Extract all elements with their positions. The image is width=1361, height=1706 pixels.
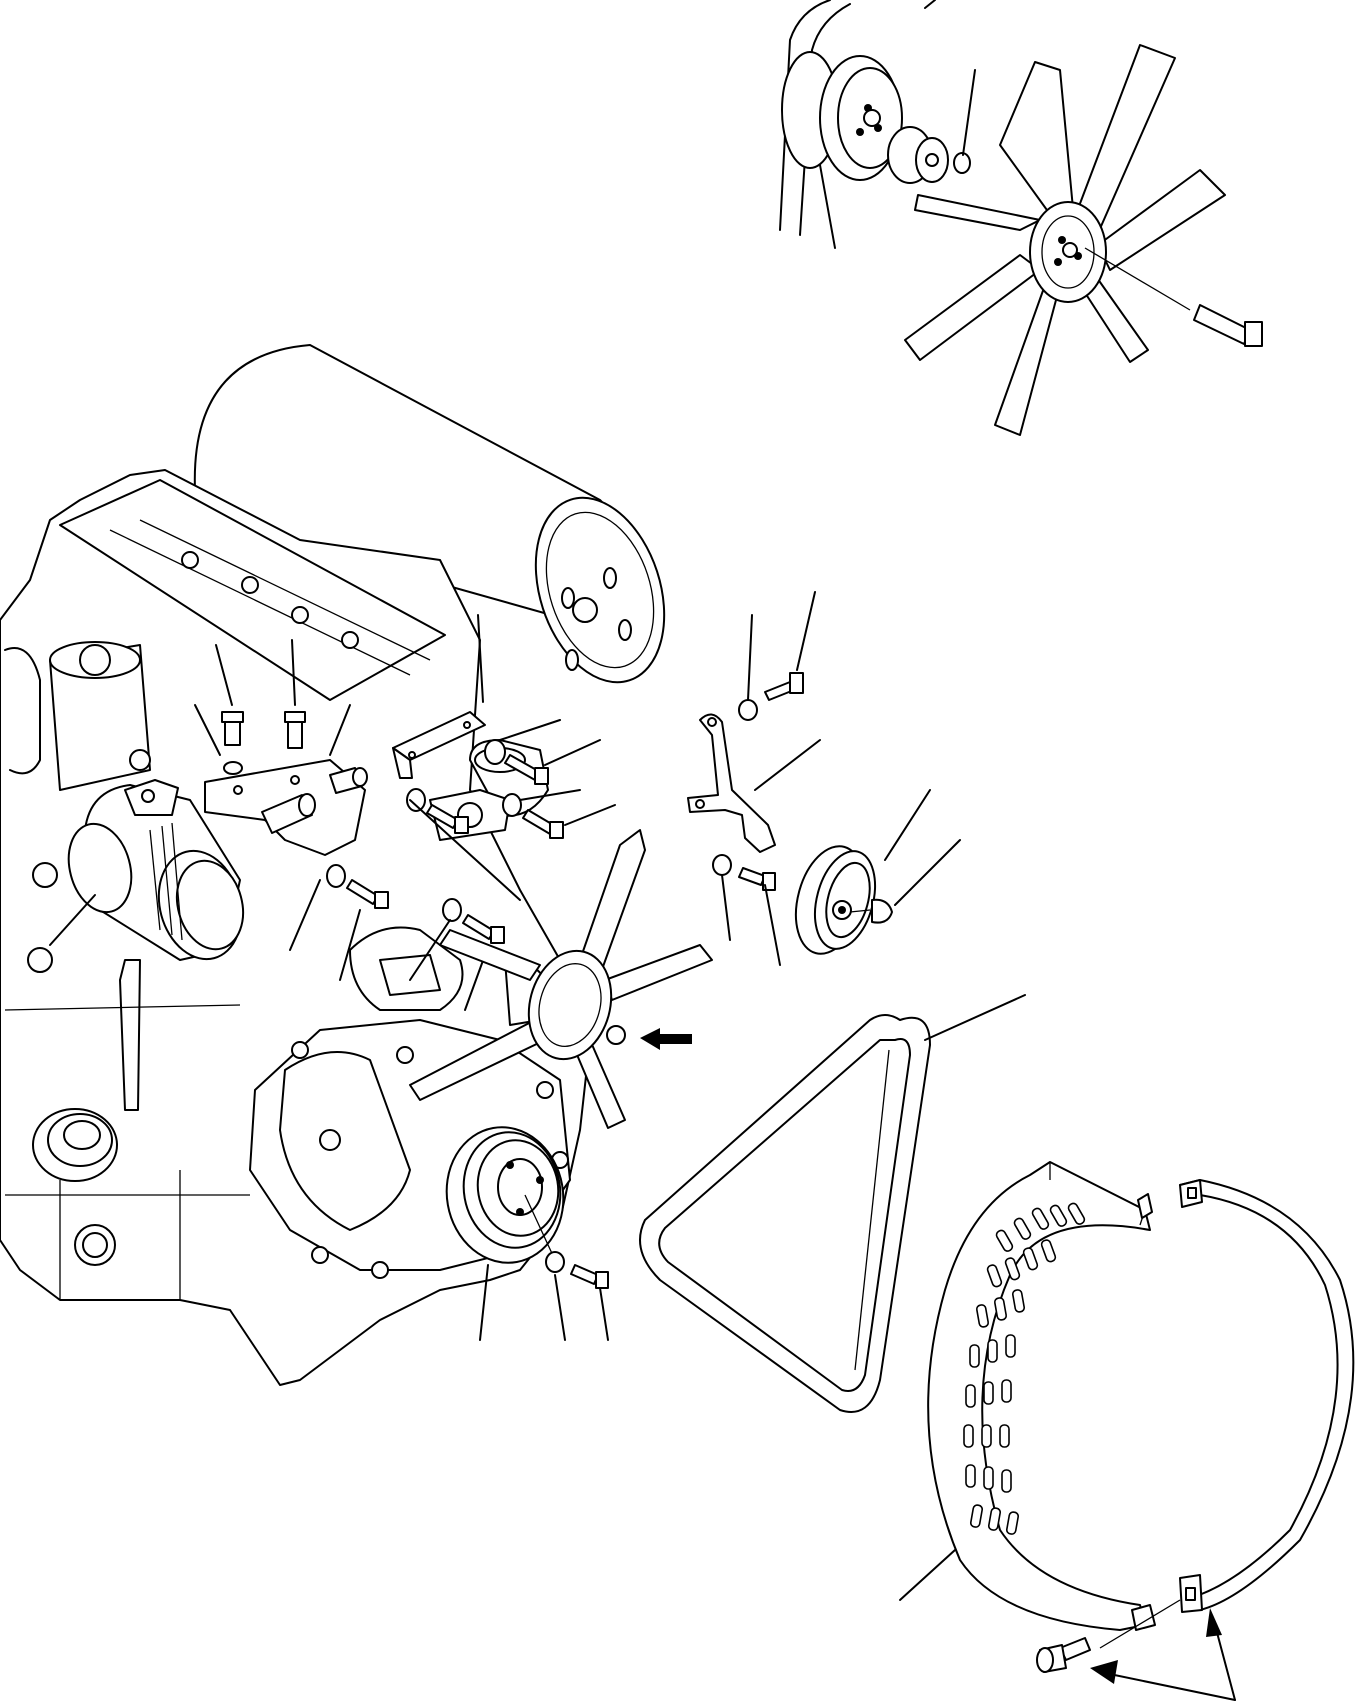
idler-pulley — [794, 789, 961, 955]
fan-blades — [904, 44, 1226, 436]
air-cleaner — [193, 344, 666, 684]
fan-assembly-detail — [779, 0, 1263, 436]
compressor-bracket — [194, 639, 368, 981]
fan-guard — [899, 1161, 1156, 1631]
fuel-injection-pump — [49, 641, 151, 791]
arrow-left-icon — [640, 1028, 692, 1050]
arrow-up-icon — [1206, 1608, 1222, 1637]
guard-perforations — [963, 1202, 1086, 1535]
oil-filter — [32, 1108, 118, 1182]
v-belt — [639, 994, 1026, 1413]
water-pump-pulley — [781, 51, 903, 181]
guard-bolt — [1036, 1599, 1181, 1673]
engine-fan — [409, 829, 713, 1129]
fan-bolt — [1084, 247, 1263, 347]
washer-icon — [953, 152, 971, 174]
bracket-bolt-pair — [194, 639, 306, 775]
crankshaft-pulley — [445, 1126, 609, 1341]
idler-bracket — [687, 591, 821, 966]
alternator-bracket — [326, 614, 616, 1011]
ac-compressor — [49, 779, 245, 961]
fan-spacer — [887, 126, 949, 184]
direction-arrows — [1090, 1608, 1236, 1701]
arrow-left-icon — [1090, 1660, 1118, 1684]
guard-band — [1179, 1179, 1355, 1613]
